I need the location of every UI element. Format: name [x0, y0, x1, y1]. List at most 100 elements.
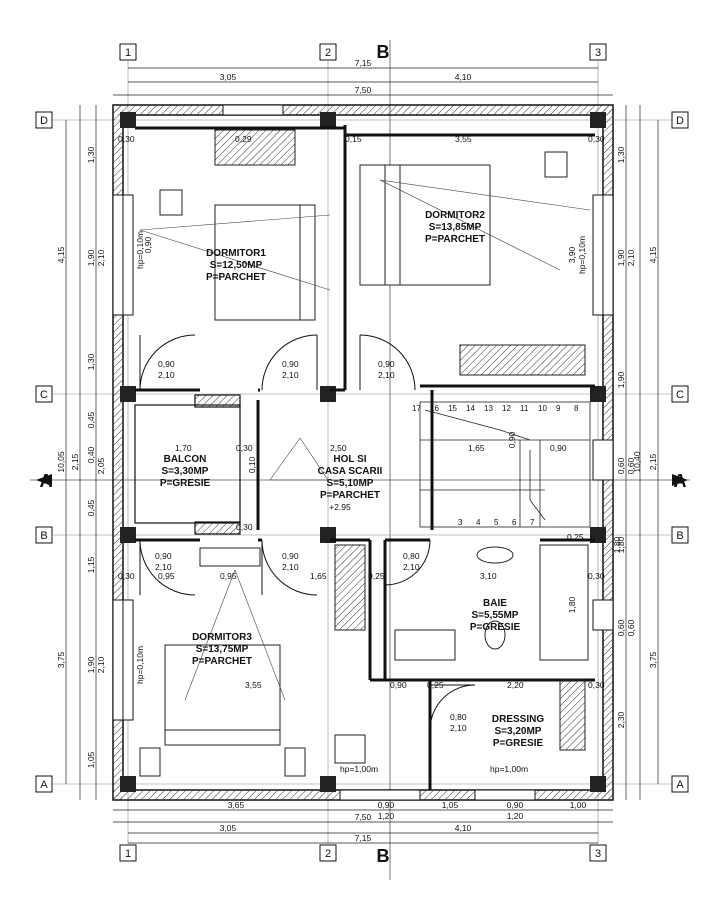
dim-top-3: 4,10: [455, 72, 472, 82]
door-w: 0,80: [450, 712, 467, 722]
dim-label: 3,55: [245, 680, 262, 690]
dim-label: hp=0,10m: [577, 236, 587, 274]
room-name-2: CASA SCARII: [318, 466, 383, 477]
dim-label: 1,80: [567, 596, 577, 613]
dim-label: 1,80: [612, 536, 622, 553]
dim-bottom-11: 7,15: [355, 833, 372, 843]
columns: [120, 112, 606, 792]
dim-label: 0,25: [567, 532, 584, 542]
dim-bottom-9: 3,05: [220, 823, 237, 833]
dimension-texts-left: 4,15 1,30 1,90 2,10 1,30 0,45 2,15 0,40 …: [56, 146, 106, 768]
room-name: HOL SI: [333, 454, 366, 465]
dim-right-10: 1,80: [616, 536, 626, 553]
dim-label: hp=1,00m: [340, 764, 378, 774]
door-w: 0,90: [158, 359, 175, 369]
dim-bottom-5: 1,00: [570, 800, 587, 810]
dim-label: 0,30: [236, 443, 253, 453]
dim-right-8: 0,60: [616, 457, 626, 474]
axis-C-left: C: [40, 389, 48, 401]
stair-step-number: 6: [512, 518, 517, 527]
dim-bottom-1: 3,65: [228, 800, 245, 810]
dim-left-15: 2,10: [96, 656, 106, 673]
room-floor: P=PARCHET: [206, 272, 266, 283]
stair-step-number: 16: [430, 404, 439, 413]
interior-dims: 0,30 0,30 3,55 0,29 0,15 3,90 0,90 1,70 …: [118, 134, 622, 774]
dim-bottom-3: 1,05: [442, 800, 459, 810]
dimension-texts-top: 7,15 3,05 4,10 7,50: [220, 58, 472, 95]
dim-right-13: 0,60: [616, 619, 626, 636]
stair-step-number: 10: [538, 404, 547, 413]
axis-D-left: D: [40, 115, 48, 127]
dim-left-9: 2,05: [96, 457, 106, 474]
room-name: DORMITOR1: [206, 248, 266, 259]
section-b-bottom: B: [377, 846, 390, 866]
dim-label: 3,55: [455, 134, 472, 144]
dim-label: 3,10: [480, 571, 497, 581]
room-name: DORMITOR3: [192, 632, 252, 643]
door-w: 0,90: [378, 359, 395, 369]
door-h: 2,10: [282, 562, 299, 572]
shower-icon: [539, 544, 589, 661]
stair-step-number: 13: [484, 404, 493, 413]
door-h: 2,10: [378, 370, 395, 380]
dim-left-13: 3,75: [56, 651, 66, 668]
dim-right-12: 2,30: [616, 711, 626, 728]
door-w: 0,80: [403, 551, 420, 561]
room-dormitor1: DORMITOR1 S=12,50MP P=PARCHET: [206, 248, 266, 283]
dim-label: 0,30: [118, 571, 135, 581]
door-w: 0,90: [282, 359, 299, 369]
room-area: S=13,85MP: [429, 222, 482, 233]
room-hol: HOL SI CASA SCARII S=5,10MP P=PARCHET +2…: [269, 437, 383, 512]
axis-1-top: 1: [125, 47, 131, 59]
axis-B-right: B: [676, 530, 683, 542]
room-dressing: DRESSING S=3,20MP P=GRESIE: [492, 714, 544, 749]
room-name: DORMITOR2: [425, 210, 485, 221]
balcony: [134, 394, 241, 535]
axis-A-right: A: [676, 779, 684, 791]
room-name: DRESSING: [492, 714, 544, 725]
dim-label: hp=1,00m: [490, 764, 528, 774]
dim-label: 0,30: [588, 134, 605, 144]
stair-step-number: 17: [412, 404, 421, 413]
door-h: 2,10: [155, 562, 172, 572]
dim-left-8: 0,40: [86, 446, 96, 463]
dim-label: 0,30: [588, 571, 605, 581]
room-dormitor2: DORMITOR2 S=13,85MP P=PARCHET: [425, 210, 485, 245]
dim-label: 2,20: [507, 680, 524, 690]
dim-top-1: 7,15: [355, 58, 372, 68]
dim-left-4: 2,10: [96, 249, 106, 266]
door-h: 2,10: [403, 562, 420, 572]
dim-left-10: 0,45: [86, 499, 96, 516]
axis-D-right: D: [676, 115, 684, 127]
room-floor: P=GRESIE: [470, 622, 521, 633]
axis-2-top: 2: [325, 47, 331, 59]
toilet-icon: [484, 620, 506, 650]
dim-right-11: 3,75: [648, 651, 658, 668]
windows: [112, 104, 614, 801]
door-h: 2,10: [282, 370, 299, 380]
dim-label: 2,50: [330, 443, 347, 453]
dim-label: 1,65: [468, 443, 485, 453]
dim-label: 0,10: [247, 456, 257, 473]
dim-bottom-8: 7,50: [355, 812, 372, 822]
dim-label: 0,95: [220, 571, 237, 581]
section-b-top: B: [377, 42, 390, 62]
staircase: [419, 401, 591, 528]
room-dormitor3: DORMITOR3 S=13,75MP P=PARCHET: [192, 632, 252, 667]
axis-1-bottom: 1: [125, 848, 131, 860]
stair-step-number: 4: [476, 518, 481, 527]
dim-label: 0,30: [588, 680, 605, 690]
dimension-texts-right: 4,15 1,30 1,90 2,10 1,90 10,40 2,15 0,60…: [616, 146, 658, 728]
dim-label: 0,25: [427, 680, 444, 690]
room-baie: BAIE S=5,55MP P=GRESIE: [470, 598, 521, 633]
dim-label: 0,90: [390, 680, 407, 690]
dim-right-4: 2,10: [626, 249, 636, 266]
stair-step-number: 9: [556, 404, 561, 413]
dim-left-3: 1,90: [86, 249, 96, 266]
dimension-texts-bottom: 3,65 0,90 1,05 0,90 1,00 1,20 1,20 7,50 …: [220, 800, 587, 843]
dim-label: 0,29: [235, 134, 252, 144]
dim-label: 0,95: [158, 571, 175, 581]
dim-left-7: 2,15: [70, 453, 80, 470]
